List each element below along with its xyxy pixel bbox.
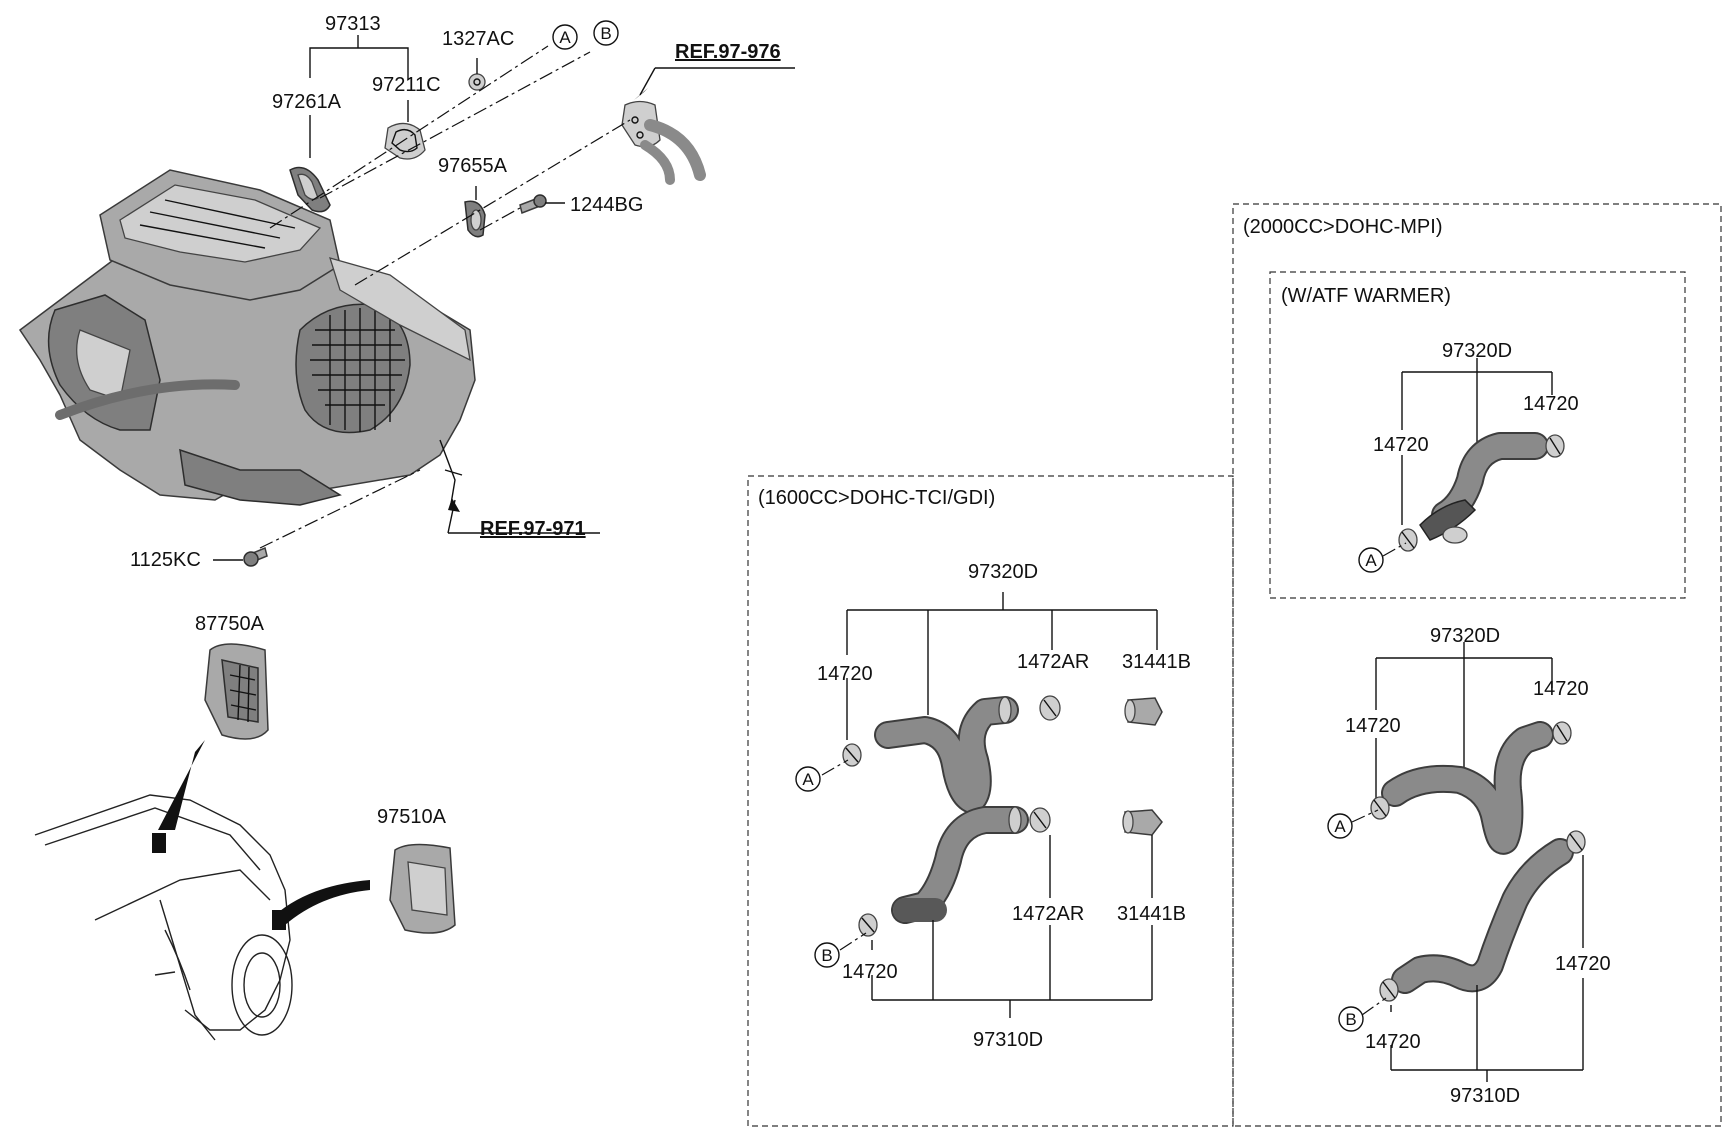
tci-upper-group-label: 97320D <box>968 561 1038 583</box>
tci-upper-hose <box>874 696 1019 814</box>
mpi-lower-group-label: 97310D <box>1450 1085 1520 1107</box>
mpi-lower-clamp-right-label: 14720 <box>1555 953 1611 975</box>
extractor-grille-87750A <box>204 643 269 740</box>
svg-text:A: A <box>802 770 814 789</box>
callout-b-top: B <box>593 20 619 46</box>
mpi-upper-clamp-right <box>1552 721 1572 745</box>
callout-a-tci: A <box>795 766 821 792</box>
mpi-lower-dash <box>1361 997 1387 1016</box>
atf-clamp-left <box>1398 528 1418 552</box>
label-97261A: 97261A <box>272 91 342 113</box>
mpi-upper-clamp-left <box>1370 796 1390 820</box>
mpi-lower-bracket <box>1390 855 1584 1082</box>
screw-1244BG <box>519 194 547 215</box>
callout-a-atf: A <box>1358 547 1384 573</box>
label-97655A: 97655A <box>438 155 508 177</box>
leader-lines-top <box>213 35 795 561</box>
label-1244BG: 1244BG <box>570 194 643 216</box>
seal-97261A <box>289 166 331 213</box>
mpi-upper-clamp-right-label: 14720 <box>1533 678 1589 700</box>
expansion-valve-ref-97-976 <box>621 100 706 185</box>
mpi-upper-bracket <box>1375 642 1553 800</box>
tci-lower-bracket <box>871 835 1153 1018</box>
tci-lower-hose <box>891 806 1029 924</box>
tci-lower-31441B-label: 31441B <box>1117 903 1186 925</box>
atf-clamp-right-label: 14720 <box>1523 393 1579 415</box>
mpi-upper-group-label: 97320D <box>1430 625 1500 647</box>
mpi-lower-hose <box>1391 838 1574 994</box>
heater-blower-unit-illustration <box>18 169 476 511</box>
section-title-tci: (1600CC>DOHC-TCI/GDI) <box>758 487 995 509</box>
svg-text:B: B <box>1345 1010 1356 1029</box>
tci-upper-connector-31441B <box>1124 697 1163 726</box>
mpi-lower-clamp-left-label: 14720 <box>1365 1031 1421 1053</box>
label-97211C: 97211C <box>372 74 441 96</box>
mpi-lower-clamp-left <box>1379 978 1399 1002</box>
mpi-lower-clamp-right <box>1566 830 1586 854</box>
nut-1327AC <box>468 73 486 91</box>
gasket-97211C <box>384 122 426 160</box>
svg-text:B: B <box>821 946 832 965</box>
callout-a-top: A <box>552 24 578 50</box>
atf-bracket <box>1401 358 1553 525</box>
svg-text:A: A <box>1365 551 1377 570</box>
screw-1125KC <box>243 546 268 567</box>
label-1327AC: 1327AC <box>442 28 514 50</box>
tci-lower-connector-31441B <box>1122 809 1163 836</box>
tci-upper-1472AR-label: 1472AR <box>1017 651 1089 673</box>
tci-upper-clamp-1472AR <box>1039 695 1061 721</box>
tci-lower-clamp <box>858 913 878 937</box>
tci-lower-1472AR-label: 1472AR <box>1012 903 1084 925</box>
label-97510A: 97510A <box>377 806 447 828</box>
atf-clamp-left-label: 14720 <box>1373 434 1429 456</box>
tci-lower-group-label: 97310D <box>973 1029 1043 1051</box>
tci-lower-clamp-1472AR <box>1029 807 1051 833</box>
seal-97655A <box>464 200 486 238</box>
vehicle-rear-outline <box>34 740 370 1041</box>
label-ref-97-971: REF.97-971 <box>480 518 586 540</box>
tci-upper-clamp <box>842 743 862 767</box>
tci-upper-31441B-label: 31441B <box>1122 651 1191 673</box>
atf-hose <box>1419 432 1549 544</box>
extractor-grille-97510A <box>389 843 456 934</box>
atf-clamp-right <box>1545 434 1565 458</box>
label-87750A: 87750A <box>195 613 265 635</box>
tci-upper-clamp-label: 14720 <box>817 663 873 685</box>
tci-upper-dash <box>821 759 849 776</box>
section-box-mpi <box>1232 203 1722 1127</box>
svg-text:B: B <box>600 24 611 43</box>
atf-dash <box>1382 542 1407 557</box>
tci-lower-clamp-label: 14720 <box>842 961 898 983</box>
callout-b-mpi: B <box>1338 1006 1364 1032</box>
mpi-upper-hose <box>1381 721 1554 855</box>
label-1125KC: 1125KC <box>130 549 201 571</box>
callout-a-mpi: A <box>1327 813 1353 839</box>
label-ref-97-976: REF.97-976 <box>675 41 781 63</box>
section-title-mpi: (2000CC>DOHC-MPI) <box>1243 216 1442 238</box>
callout-b-tci: B <box>814 942 840 968</box>
svg-text:A: A <box>559 28 571 47</box>
tci-lower-dash <box>839 932 867 951</box>
section-title-atf: (W/ATF WARMER) <box>1281 285 1451 307</box>
svg-text:A: A <box>1334 817 1346 836</box>
mpi-upper-dash <box>1351 809 1379 823</box>
label-97313: 97313 <box>325 13 381 35</box>
atf-group-label: 97320D <box>1442 340 1512 362</box>
mpi-upper-clamp-left-label: 14720 <box>1345 715 1401 737</box>
tci-upper-bracket <box>846 592 1158 740</box>
